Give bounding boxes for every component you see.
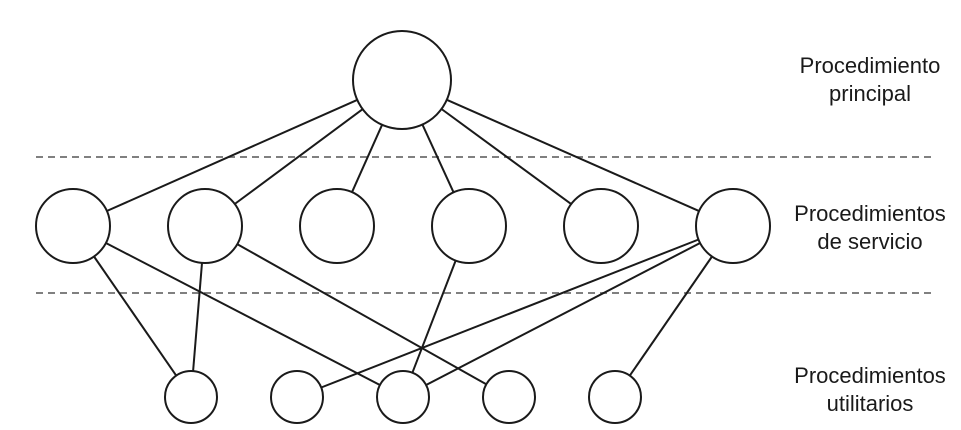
edge-s4-u3 <box>411 260 457 374</box>
level-label-service-line-2: de servicio <box>817 229 923 254</box>
level-label-service-line-1: Procedimientos <box>794 201 946 226</box>
edge-m-s6 <box>446 98 700 213</box>
node-utility-u3 <box>376 370 430 424</box>
node-utility-u2 <box>270 370 324 424</box>
node-utility-u5 <box>588 370 642 424</box>
edge-s2-u1 <box>192 262 203 372</box>
edge-m-s4 <box>421 124 455 193</box>
edge-s6-u3 <box>425 242 701 386</box>
node-main-m <box>352 30 452 130</box>
level-label-service: Procedimientos de servicio <box>770 200 961 256</box>
edge-m-s5 <box>440 108 572 205</box>
level-label-main-line-1: Procedimiento <box>799 53 941 78</box>
edges-group <box>93 98 713 389</box>
edge-s1-u3 <box>105 242 381 386</box>
node-service-s5 <box>563 188 639 264</box>
edge-m-s3 <box>351 124 384 193</box>
node-service-s3 <box>299 188 375 264</box>
node-service-s1 <box>35 188 111 264</box>
node-service-s6 <box>695 188 771 264</box>
level-label-utility-line-2: utilitarios <box>826 391 914 416</box>
edge-s6-u5 <box>628 255 713 377</box>
node-utility-u4 <box>482 370 536 424</box>
edge-s2-u4 <box>236 243 487 386</box>
edge-m-s1 <box>106 98 358 212</box>
nodes-group <box>35 30 771 424</box>
node-service-s2 <box>167 188 243 264</box>
level-label-utility-line-1: Procedimientos <box>794 363 946 388</box>
edge-s1-u1 <box>93 255 178 377</box>
edge-s6-u2 <box>320 238 699 389</box>
node-service-s4 <box>431 188 507 264</box>
level-label-main: Procedimiento principal <box>770 52 961 108</box>
level-label-main-line-2: principal <box>829 81 911 106</box>
level-label-utility: Procedimientos utilitarios <box>770 362 961 418</box>
node-utility-u1 <box>164 370 218 424</box>
edge-m-s2 <box>234 108 364 205</box>
